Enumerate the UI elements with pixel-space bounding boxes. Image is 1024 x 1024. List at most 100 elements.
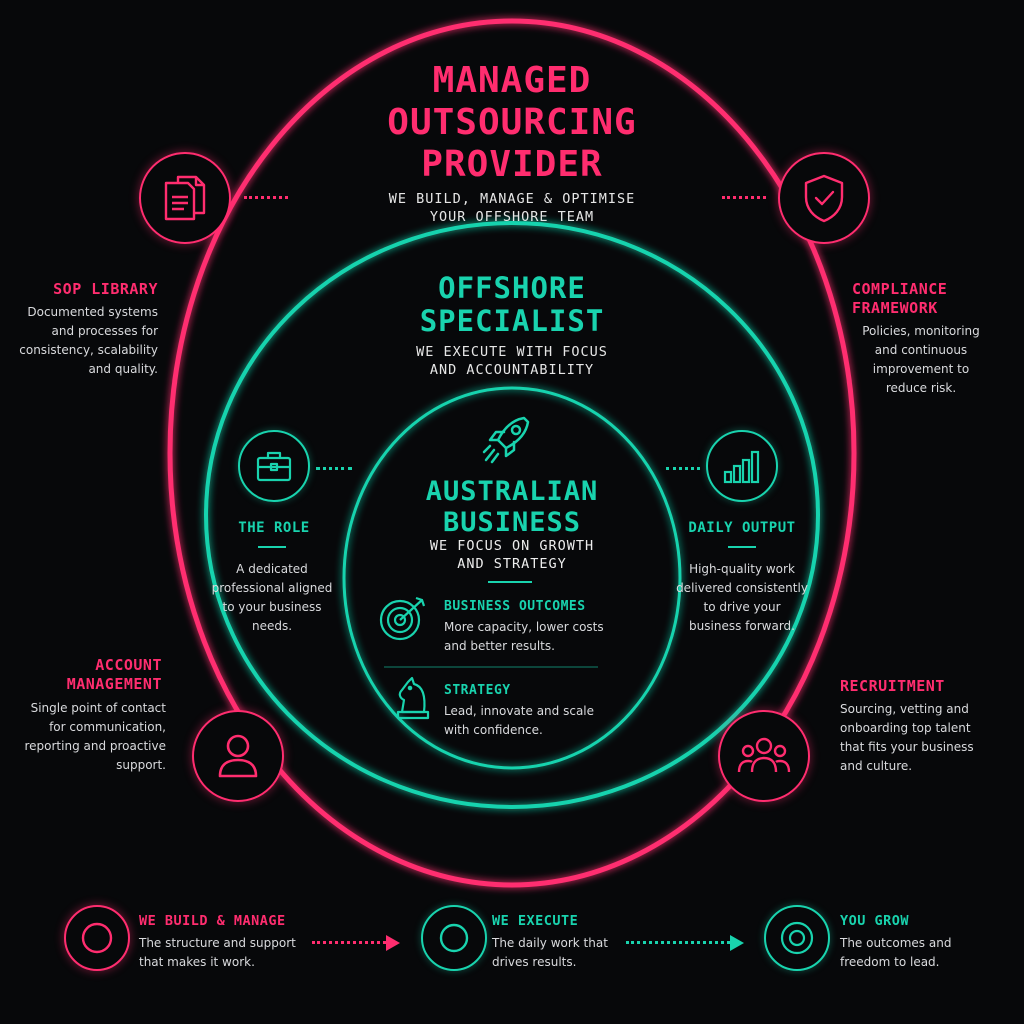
build-manage-circle xyxy=(64,905,130,971)
middle-title-line: SPECIALIST xyxy=(419,304,605,338)
desc-line: Single point of contact xyxy=(30,701,166,715)
arrow-1-dots xyxy=(312,941,386,944)
desc-line: drives results. xyxy=(492,955,577,969)
desc-line: business forward. xyxy=(689,619,795,633)
inner-divider-short xyxy=(488,581,532,583)
title-line: FRAMEWORK xyxy=(852,299,938,317)
desc-line: improvement to xyxy=(872,362,970,376)
middle-ring xyxy=(204,221,820,809)
grow-desc: The outcomes and freedom to lead. xyxy=(840,934,951,972)
outer-title: MANAGED OUTSOURCING PROVIDER xyxy=(262,60,762,186)
target-icon xyxy=(378,592,430,644)
desc-line: reporting and proactive xyxy=(24,739,166,753)
desc-line: and better results. xyxy=(444,639,555,653)
the-role-desc: A dedicated professional aligned to your… xyxy=(196,560,348,636)
recruitment-desc: Sourcing, vetting and onboarding top tal… xyxy=(840,700,1020,776)
desc-line: Documented systems xyxy=(27,305,158,319)
sop-library-icon-circle xyxy=(139,152,231,244)
desc-line: delivered consistently xyxy=(676,581,808,595)
daily-output-desc: High-quality work delivered consistently… xyxy=(664,560,820,636)
daily-output-title: DAILY OUTPUT xyxy=(688,520,796,536)
desc-line: with confidence. xyxy=(444,723,543,737)
outer-title-line: PROVIDER xyxy=(421,144,603,185)
desc-line: freedom to lead. xyxy=(840,955,940,969)
compliance-title: COMPLIANCE FRAMEWORK xyxy=(852,280,1022,318)
desc-line: to your business xyxy=(222,600,322,614)
compliance-desc: Policies, monitoring and continuous impr… xyxy=(846,322,996,398)
desc-line: that fits your business xyxy=(840,740,974,754)
arrow-right-icon xyxy=(730,935,744,951)
middle-subtitle: WE EXECUTE WITH FOCUS AND ACCOUNTABILITY xyxy=(312,343,712,379)
recruitment-title: RECRUITMENT xyxy=(840,677,945,695)
title-line: ACCOUNT xyxy=(95,656,162,674)
user-icon xyxy=(218,734,258,778)
strategy-title: STRATEGY xyxy=(444,683,511,698)
desc-line: professional aligned xyxy=(211,581,333,595)
desc-line: onboarding top talent xyxy=(840,721,971,735)
compliance-icon-circle xyxy=(778,152,870,244)
desc-line: The structure and support xyxy=(139,936,296,950)
sop-library-title: SOP LIBRARY xyxy=(53,280,158,298)
execute-circle xyxy=(421,905,487,971)
execute-desc: The daily work that drives results. xyxy=(492,934,608,972)
middle-subtitle-line: AND ACCOUNTABILITY xyxy=(429,362,595,378)
documents-icon xyxy=(164,175,206,221)
the-role-title: THE ROLE xyxy=(238,520,310,536)
build-manage-title: WE BUILD & MANAGE xyxy=(139,913,286,929)
bar-chart-icon xyxy=(723,450,760,484)
daily-output-underline xyxy=(728,546,756,548)
build-manage-desc: The structure and support that makes it … xyxy=(139,934,296,972)
desc-line: The outcomes and xyxy=(840,936,952,950)
outer-ring xyxy=(167,18,857,888)
desc-line: and culture. xyxy=(840,759,913,773)
desc-line: that makes it work. xyxy=(139,955,255,969)
ring-icon xyxy=(81,922,113,954)
grow-title: YOU GROW xyxy=(840,913,910,929)
account-management-desc: Single point of contact for communicatio… xyxy=(0,699,166,775)
inner-title-line: BUSINESS xyxy=(442,507,582,538)
desc-line: More capacity, lower costs xyxy=(444,620,604,634)
desc-line: and quality. xyxy=(88,362,158,376)
desc-line: to drive your xyxy=(703,600,781,614)
chess-knight-icon xyxy=(392,676,432,722)
target-ring-icon xyxy=(780,921,814,955)
briefcase-icon xyxy=(256,451,292,482)
the-role-underline xyxy=(258,546,286,548)
account-management-icon-circle xyxy=(192,710,284,802)
desc-line: needs. xyxy=(251,619,293,633)
inner-subtitle-line: WE FOCUS ON GROWTH xyxy=(429,538,595,554)
rocket-icon xyxy=(478,410,538,470)
desc-line: and continuous xyxy=(874,343,968,357)
role-connector xyxy=(316,467,352,470)
desc-line: and processes for xyxy=(51,324,158,338)
inner-subtitle-line: AND STRATEGY xyxy=(457,556,567,572)
desc-line: support. xyxy=(116,758,166,772)
inner-ring xyxy=(342,386,682,770)
grow-circle xyxy=(764,905,830,971)
outer-title-line: MANAGED xyxy=(432,60,592,101)
desc-line: reduce risk. xyxy=(885,381,957,395)
outer-subtitle: WE BUILD, MANAGE & OPTIMISE YOUR OFFSHOR… xyxy=(312,190,712,226)
team-icon xyxy=(737,737,791,773)
the-role-icon-circle xyxy=(238,430,310,502)
outer-subtitle-line: WE BUILD, MANAGE & OPTIMISE xyxy=(388,191,636,207)
inner-title: AUSTRALIAN BUSINESS xyxy=(362,476,662,538)
outer-subtitle-line: YOUR OFFSHORE TEAM xyxy=(429,209,595,225)
daily-output-icon-circle xyxy=(706,430,778,502)
business-outcomes-title: BUSINESS OUTCOMES xyxy=(444,599,586,614)
inner-title-line: AUSTRALIAN xyxy=(425,476,599,507)
arrow-right-icon xyxy=(386,935,400,951)
arrow-2-dots xyxy=(626,941,730,944)
outer-title-line: OUTSOURCING xyxy=(387,102,637,143)
desc-line: The daily work that xyxy=(492,936,608,950)
compliance-connector xyxy=(722,196,766,199)
title-line: MANAGEMENT xyxy=(66,675,162,693)
middle-subtitle-line: WE EXECUTE WITH FOCUS xyxy=(416,344,608,360)
desc-line: Sourcing, vetting and xyxy=(840,702,969,716)
inner-subtitle: WE FOCUS ON GROWTH AND STRATEGY xyxy=(362,537,662,573)
execute-title: WE EXECUTE xyxy=(492,913,579,929)
recruitment-icon-circle xyxy=(718,710,810,802)
sop-library-desc: Documented systems and processes for con… xyxy=(0,303,158,379)
desc-line: A dedicated xyxy=(236,562,308,576)
